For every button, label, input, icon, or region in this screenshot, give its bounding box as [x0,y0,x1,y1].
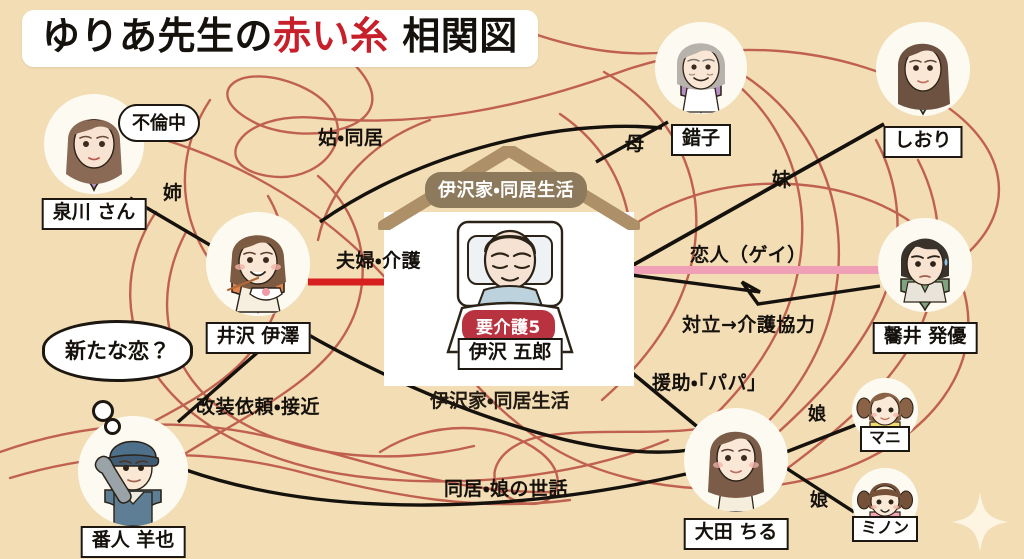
avatar-bannin-yoya [78,416,188,526]
label-kaisou: 改装依頼・接近 [196,396,320,418]
name-izawa-iza: 井沢 伊澤 [205,322,311,354]
name-izawa-goro: 伊沢 五郎 [457,338,563,370]
label-imouto: 妹 [772,169,792,191]
label-musume-minon: 娘 [810,490,829,511]
name-sabiko: 錯子 [670,124,732,156]
title-part2: 相関図 [388,14,518,58]
person-minon[interactable]: ミノン [851,468,919,542]
person-oota-chiru[interactable]: 大田 ちる [683,408,789,550]
title-highlight: 赤い糸 [273,14,389,58]
label-doukyo: 同居・娘の世話 [444,478,568,500]
label-musume-mani: 娘 [808,404,827,425]
avatar-oota-chiru [684,408,788,512]
name-mani: マニ [859,426,911,452]
avatar-shiori [876,22,970,116]
title-part1: ゆりあ先生の [42,14,274,58]
label-tairitsu: 対立→介護協力 [682,314,816,336]
chart-title: ゆりあ先生の赤い糸 相関図 [22,10,538,67]
sparkle-icon [952,492,1008,552]
name-shiori: しおり [883,126,963,158]
person-bannin-yoya[interactable]: 番人 羊也 [78,416,188,558]
name-oota-chiru: 大田 ちる [683,518,789,550]
name-izumikawa: 泉川 さん [41,198,147,230]
label-fufu: 夫婦・介護 [336,250,421,272]
person-sabiko[interactable]: 錯子 [655,22,747,156]
edge-doukyo [185,468,687,507]
label-haha: 母 [625,133,645,155]
bubble-izumikawa: 不倫中 [118,104,200,142]
person-shibai-hatsumasa[interactable]: 毊井 発優 [872,218,978,354]
avatar-izawa-iza [206,212,310,316]
avatar-sabiko [655,22,747,114]
label-ane: 姉 [163,182,183,204]
person-mani[interactable]: マニ [852,378,918,452]
name-bannin-yoya: 番人 羊也 [80,526,186,558]
label-shutome: 姑・同居 [318,127,384,149]
house-tag: 伊沢家・同居生活 [425,172,588,208]
person-izawa-iza[interactable]: 井沢 伊澤 [205,212,311,354]
thought-dot-small [104,418,121,435]
edge-musume-mani [785,422,859,454]
person-shiori[interactable]: しおり [876,22,970,158]
label-koibito: 恋人（ゲイ） [690,244,807,266]
name-shibai-hatsumasa: 毊井 発優 [872,322,978,354]
name-minon: ミノン [851,516,919,542]
avatar-shibai-hatsumasa [878,218,972,312]
thought-bannin-yoya: 新たな恋？ [42,320,193,382]
house-caption: 伊沢家・同居生活 [430,390,570,412]
label-enjo: 援助・「パパ」 [652,372,767,394]
